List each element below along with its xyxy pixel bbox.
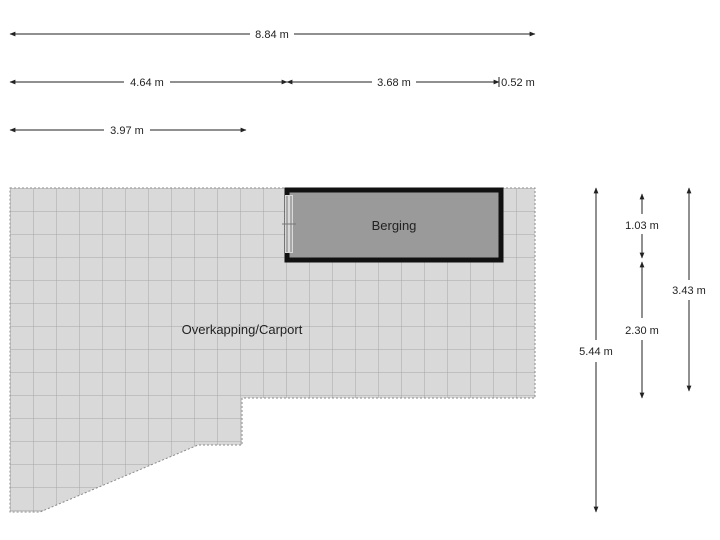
dim-right-middle: 3.43 m: [672, 187, 706, 392]
dim-top-total-label: 8.84 m: [255, 29, 289, 41]
dim-right-middle-label: 3.43 m: [672, 285, 706, 297]
dim-segment-1-label: 4.64 m: [130, 77, 164, 89]
storage-label: Berging: [372, 218, 417, 233]
storage-room: [282, 187, 504, 263]
dim-segment-2: 3.68 m: [286, 77, 500, 89]
carport-floor: [9, 187, 536, 513]
carport-label: Overkapping/Carport: [182, 322, 303, 337]
dim-segment-2-label: 3.68 m: [377, 77, 411, 89]
dim-top-total: 8.84 m: [9, 29, 536, 41]
dim-segment-3-label: 0.52 m: [501, 77, 535, 89]
dim-right-lower-label: 2.30 m: [625, 325, 659, 337]
dim-right-total: 5.44 m: [579, 187, 613, 513]
dim-segment-4: 3.97 m: [9, 125, 247, 137]
dim-segment-3: 0.52 m: [498, 77, 535, 89]
dim-segment-4-label: 3.97 m: [110, 125, 144, 137]
dim-right-upper: 1.03 m: [625, 193, 659, 259]
dim-segment-1: 4.64 m: [9, 77, 288, 89]
dim-right-upper-label: 1.03 m: [625, 220, 659, 232]
dim-right-lower: 2.30 m: [625, 261, 659, 399]
dim-right-total-label: 5.44 m: [579, 346, 613, 358]
